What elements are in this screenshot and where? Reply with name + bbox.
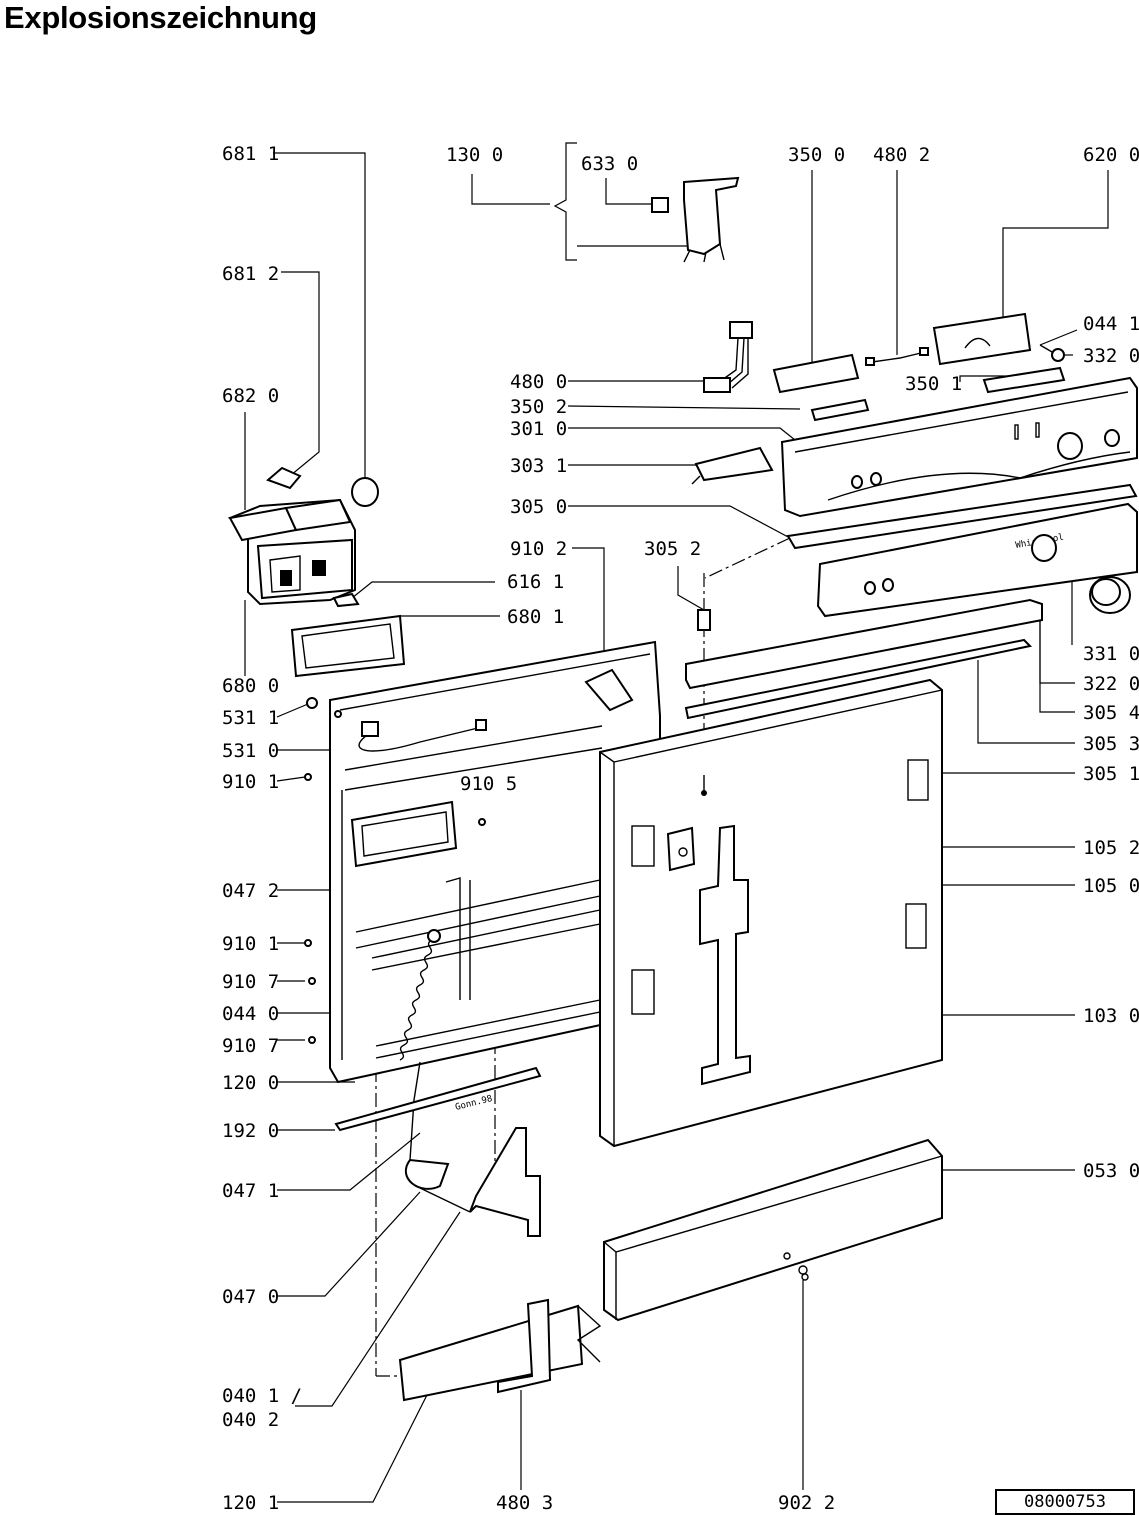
label-910-2: 910 2 (510, 538, 567, 560)
label-910-1a: 910 1 (222, 771, 279, 793)
label-620-0: 620 0 (1083, 144, 1139, 166)
label-047-2: 047 2 (222, 880, 279, 902)
label-633-0: 633 0 (581, 153, 638, 175)
label-305-2: 305 2 (644, 538, 701, 560)
label-040-1: 040 1 / (222, 1385, 302, 1407)
label-105-0: 105 0 (1083, 875, 1139, 897)
page-title: Explosionszeichnung (4, 0, 317, 35)
label-682-0: 682 0 (222, 385, 279, 407)
label-680-1: 680 1 (507, 606, 564, 628)
label-105-2: 105 2 (1083, 837, 1139, 859)
label-047-0: 047 0 (222, 1286, 279, 1308)
label-040-2: 040 2 (222, 1409, 279, 1431)
label-103-0: 103 0 (1083, 1005, 1139, 1027)
part-labels: 681 1 681 2 682 0 616 1 680 1 680 0 531 … (222, 143, 1139, 1514)
label-305-1: 305 1 (1083, 763, 1139, 785)
label-044-0: 044 0 (222, 1003, 279, 1025)
kick-plate (603, 1138, 943, 1322)
bottom-gasket: Gonn.98 (334, 1066, 542, 1132)
label-480-3: 480 3 (496, 1492, 553, 1514)
label-902-2: 902 2 (778, 1492, 835, 1514)
label-303-1: 303 1 (510, 455, 567, 477)
label-910-1b: 910 1 (222, 933, 279, 955)
label-350-0: 350 0 (788, 144, 845, 166)
label-910-7a: 910 7 (222, 971, 279, 993)
label-120-1: 120 1 (222, 1492, 279, 1514)
label-910-5: 910 5 (460, 773, 517, 795)
label-531-0: 531 0 (222, 740, 279, 762)
label-616-1: 616 1 (507, 571, 564, 593)
label-350-1: 350 1 (905, 373, 962, 395)
drawing-number: 08000753 (995, 1489, 1135, 1515)
label-192-0: 192 0 (222, 1120, 279, 1142)
label-531-1: 531 1 (222, 707, 279, 729)
label-305-4: 305 4 (1083, 702, 1139, 724)
label-681-2: 681 2 (222, 263, 279, 285)
inner-door-panel (304, 640, 661, 1084)
label-130-0: 130 0 (446, 144, 503, 166)
door-spring-assembly (399, 929, 541, 1237)
label-681-1: 681 1 (222, 143, 279, 165)
label-332-0: 332 0 (1083, 345, 1139, 367)
label-305-0: 305 0 (510, 496, 567, 518)
label-910-7b: 910 7 (222, 1035, 279, 1057)
label-680-0: 680 0 (222, 675, 279, 697)
top-rails (684, 598, 1043, 796)
label-322-0: 322 0 (1083, 673, 1139, 695)
label-053-0: 053 0 (1083, 1160, 1139, 1182)
control-panel-assembly: Whirlpool (691, 312, 1138, 618)
label-047-1: 047 1 (222, 1180, 279, 1202)
label-301-0: 301 0 (510, 418, 567, 440)
label-305-3: 305 3 (1083, 733, 1139, 755)
hinge-bracket (651, 176, 740, 263)
label-480-2: 480 2 (873, 144, 930, 166)
label-480-0: 480 0 (510, 371, 567, 393)
label-120-0: 120 0 (222, 1072, 279, 1094)
label-350-2: 350 2 (510, 396, 567, 418)
label-044-1: 044 1 (1083, 313, 1139, 335)
detergent-dispenser (227, 466, 406, 678)
outer-door-panel (599, 678, 943, 1148)
label-331-0: 331 0 (1083, 643, 1139, 665)
lower-panel (398, 1298, 602, 1402)
